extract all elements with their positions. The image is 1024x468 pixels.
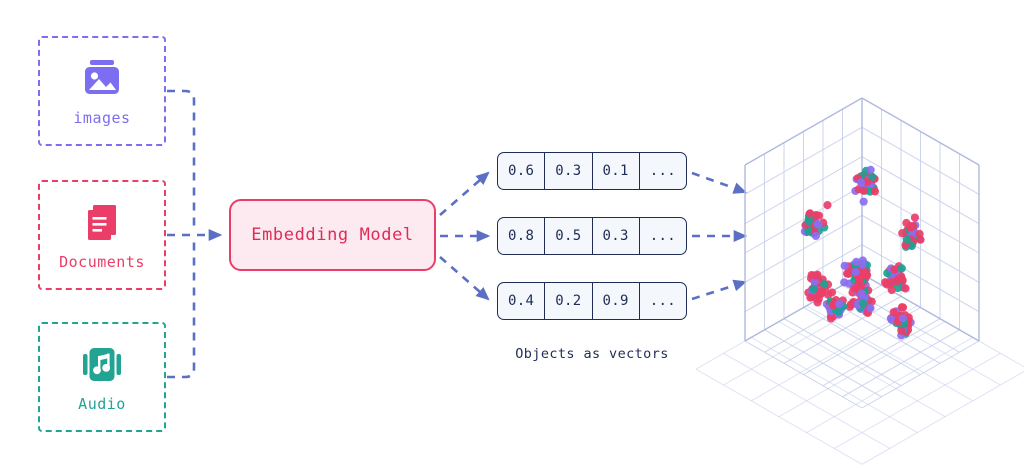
edge-vector-0-to-space [691, 171, 748, 194]
vector-cell: 0.3 [545, 153, 593, 189]
embedding-model-box[interactable]: Embedding Model [229, 199, 436, 271]
source-box-documents[interactable]: Documents [38, 180, 166, 290]
edge-model-to-vector-2 [439, 256, 490, 301]
vector-cell: 0.8 [498, 218, 546, 254]
edge-audio-to-model [167, 242, 196, 379]
image-icon [76, 56, 128, 102]
source-box-images[interactable]: images [38, 36, 166, 146]
source-label-audio: Audio [78, 395, 126, 413]
edge-images-to-model [167, 89, 196, 226]
vector-cell: 0.1 [593, 153, 640, 189]
source-box-audio[interactable]: Audio [38, 322, 166, 432]
vector-cell: 0.3 [593, 218, 640, 254]
source-label-images: images [73, 109, 131, 127]
edge-model-to-vector-0 [439, 171, 490, 216]
vector-cell-ellipsis: ... [649, 228, 676, 244]
vector-cell: 0.9 [593, 283, 640, 319]
vector-cell: 0.6 [498, 153, 546, 189]
vector-row-0[interactable]: 0.6 0.3 0.1 ... [497, 152, 687, 190]
vector-cell-ellipsis: ... [649, 293, 676, 309]
audio-icon [76, 342, 128, 388]
vector-cell: 0.4 [498, 283, 546, 319]
vector-cell: 0.2 [545, 283, 593, 319]
vector-row-2[interactable]: 0.4 0.2 0.9 ... [497, 282, 687, 320]
document-icon [76, 200, 128, 246]
embedding-model-label: Embedding Model [251, 225, 414, 245]
vector-row-1[interactable]: 0.8 0.5 0.3 ... [497, 217, 687, 255]
source-label-documents: Documents [59, 253, 145, 271]
vectors-caption: Objects as vectors [515, 346, 669, 362]
vector-cell: 0.5 [545, 218, 593, 254]
vector-cell-ellipsis: ... [649, 163, 676, 179]
edge-vector-2-to-space [691, 279, 748, 301]
